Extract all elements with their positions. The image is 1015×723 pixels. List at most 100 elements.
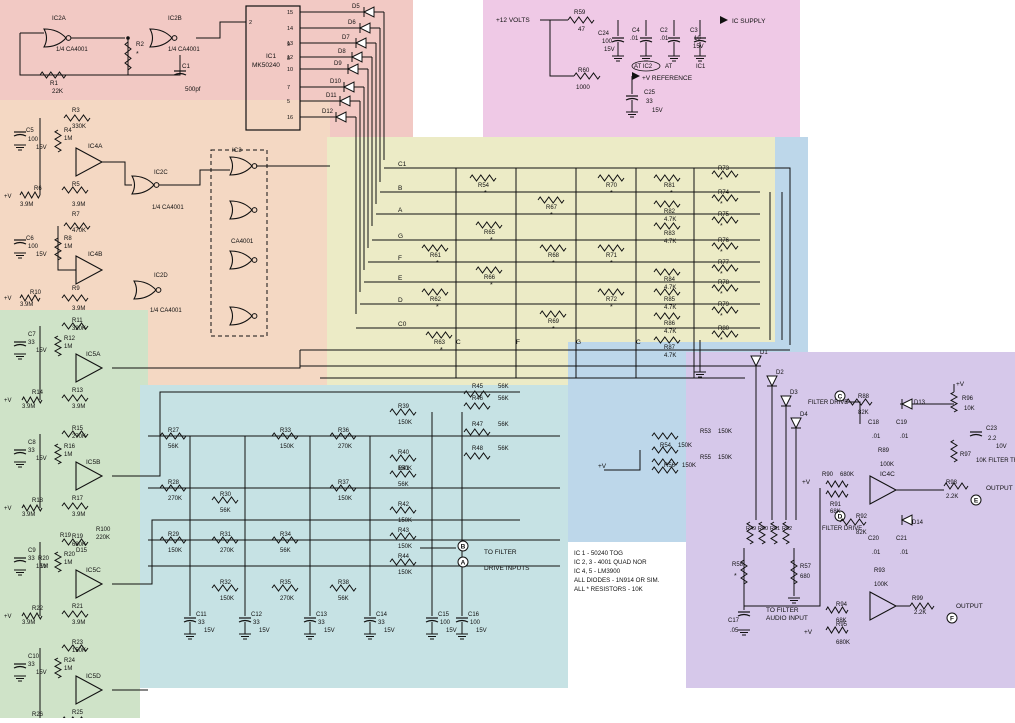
ic3-gate-3 — [229, 250, 253, 270]
r95-resistor — [825, 626, 849, 634]
matrix-star: * — [720, 223, 723, 230]
matrix-star: * — [720, 177, 723, 184]
ground-symbol — [14, 461, 26, 468]
matrix-res-label: R74 — [718, 190, 730, 196]
diode-d9 — [346, 63, 359, 75]
r41-resistor — [389, 470, 417, 478]
matrix-res-label: R80 — [718, 326, 730, 332]
c1-label: C1 — [182, 63, 190, 70]
at-label: AT — [665, 64, 673, 70]
c5-capacitor-plate — [13, 133, 27, 137]
r56-label: R56 — [664, 463, 676, 469]
r54-resistor — [651, 446, 679, 454]
at-ic2-marker — [631, 60, 661, 72]
ic5a-label: IC5A — [86, 351, 101, 358]
c25-label: C25 — [644, 90, 656, 96]
r93-val: 100K — [874, 582, 888, 588]
filter-in-c: C — [838, 393, 843, 400]
c8-v: 15V — [36, 456, 47, 462]
c12-val: 33 — [253, 620, 260, 626]
c11-val: 33 — [198, 620, 205, 626]
ic4a-label: IC4A — [88, 143, 103, 150]
at-ic2-label: AT IC2 — [634, 64, 653, 70]
matrix-res-val: 4.7K — [664, 353, 676, 359]
matrix-res-r70 — [597, 174, 625, 182]
audio-to-filter: TO FILTER — [766, 607, 799, 614]
diode-d10 — [342, 81, 355, 93]
matrix-star: * — [610, 190, 613, 197]
r88-label: R88 — [858, 394, 870, 400]
audio-rail — [604, 450, 641, 471]
matrix-res-label: R70 — [606, 183, 618, 189]
c8-val: 33 — [28, 448, 35, 454]
ground-symbol — [694, 371, 706, 378]
matrix-res-r84 — [653, 268, 681, 276]
r55-val: 150K — [718, 455, 732, 461]
r60-val: 1000 — [576, 84, 590, 91]
r15-val: 270K — [72, 434, 86, 440]
diode-d14-label: D14 — [912, 520, 924, 526]
diode-d6 — [358, 22, 371, 34]
r36-resistor — [329, 432, 357, 440]
r15-resistor — [61, 430, 89, 438]
c7-capacitor-plate — [13, 343, 27, 347]
r19-label: R19 — [60, 533, 72, 539]
r22-label: R22 — [32, 606, 44, 612]
r34-val: 56K — [280, 548, 291, 554]
r44-val: 150K — [398, 570, 412, 576]
r4-val: 1M — [64, 136, 72, 142]
matrix-res-r73 — [711, 170, 739, 178]
ground-symbol — [738, 629, 750, 636]
region-psu — [483, 0, 800, 137]
region-counter — [0, 100, 413, 385]
matrix-res-r76 — [711, 242, 739, 250]
r30-label: R30 — [220, 492, 232, 498]
c14-val: 33 — [378, 620, 385, 626]
ic4b-label: IC4B — [88, 251, 102, 258]
r38-resistor — [329, 584, 357, 592]
ic1-pin-9: 9 — [287, 42, 290, 48]
c7-label: C7 — [28, 332, 36, 338]
r60-resistor — [573, 72, 601, 80]
ic1-body — [245, 5, 301, 131]
r31-resistor — [211, 536, 239, 544]
r32-val: 150K — [220, 596, 234, 602]
r11-val: 320K — [72, 326, 86, 332]
matrix-res-label: R76 — [718, 238, 730, 244]
filter-out-e-label: E — [974, 497, 979, 504]
matrix-star: * — [552, 260, 555, 267]
ic1-pin-label: 16 — [287, 115, 293, 121]
c17-label: C17 — [728, 618, 740, 624]
r24-label: R24 — [64, 658, 76, 664]
r58-label: R58 — [732, 562, 744, 568]
matrix-star: * — [720, 201, 723, 208]
matrix-res-label: R63 — [434, 340, 446, 346]
r99-label: R99 — [912, 596, 924, 602]
c18-label: C18 — [868, 420, 880, 426]
r96-resistor — [949, 391, 959, 413]
plusv-r14: +V — [4, 398, 12, 404]
r37-val: 150K — [338, 496, 352, 502]
diode-d4-label: D4 — [800, 412, 808, 418]
r95-val: 680K — [836, 640, 850, 646]
diode-d9-label: D9 — [334, 61, 342, 67]
diode-d2 — [766, 375, 778, 388]
ic2d-gate-bubble — [155, 287, 162, 293]
matrix-res-label: R73 — [718, 166, 730, 172]
ic2d-gate — [133, 280, 157, 300]
c8-label: C8 — [28, 440, 36, 446]
diode-d3 — [780, 395, 792, 408]
matrix-star: * — [484, 190, 487, 197]
c24-v: 15V — [604, 47, 615, 53]
r100-val: 220K — [96, 535, 110, 541]
c24-val: 100 — [602, 39, 613, 45]
circuit-components — [13, 5, 983, 723]
r98-val: 2.2K — [946, 494, 958, 500]
note-line-4: ALL DIODES - 1N914 OR SIM. — [574, 577, 660, 584]
c19-label: C19 — [896, 420, 908, 426]
c9-capacitor-plate — [13, 559, 27, 563]
r96-val: 10K — [964, 406, 975, 412]
note-line-3: IC 4, 5 - LM3900 — [574, 568, 621, 575]
